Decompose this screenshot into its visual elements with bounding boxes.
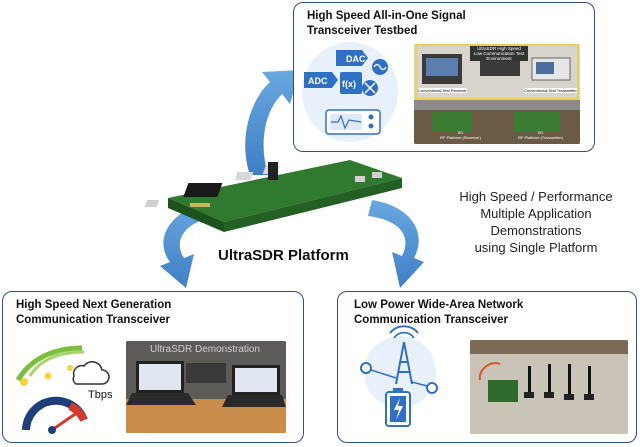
speed-label: Tbps	[88, 389, 113, 401]
cloud-icon	[72, 361, 110, 385]
fx-block	[340, 72, 362, 94]
dac-block	[336, 50, 368, 66]
antenna-tower-icon	[395, 341, 413, 385]
speed-arc-icon	[15, 345, 83, 382]
adc-label: ADC	[308, 76, 328, 86]
right-panel-title: Low Power Wide-Area Network Communicatio…	[354, 299, 524, 326]
lpwan-board	[488, 380, 518, 402]
top-panel-title: High Speed All-in-One Signal Transceiver…	[307, 10, 466, 37]
network-node-icon	[360, 362, 372, 374]
arrow-to-left	[160, 200, 220, 288]
fx-label: f(x)	[342, 79, 356, 89]
arrow-to-top	[245, 70, 300, 175]
testbed-photo: UltraSDR High Speed Low Communication Te…	[414, 44, 580, 144]
testbed-label-right: Conventional Test Transmitter	[524, 88, 577, 93]
testbed-label-bottom-left: 5G RF Platform (Receiver)	[440, 130, 481, 140]
adc-block	[304, 72, 338, 88]
demonstration-caption: UltraSDR Demonstration	[150, 344, 261, 355]
left-panel-title: High Speed Next Generation Communication…	[16, 299, 172, 326]
demonstration-photo: UltraSDR Demonstration	[126, 341, 286, 433]
testbed-label-left: Conventional Test Receiver	[418, 88, 467, 93]
demonstration-photo-drawing	[126, 341, 286, 433]
lpwan-photo-drawing	[470, 340, 628, 434]
arrow-to-right	[368, 200, 424, 288]
lpwan-photo	[470, 340, 628, 434]
side-note: High Speed / Performance Multiple Applic…	[459, 189, 613, 255]
testbed-caption-top: UltraSDR High Speed Low Communication Te…	[470, 46, 528, 61]
dac-label: DAC	[346, 54, 366, 64]
platform-label: UltraSDR Platform	[218, 247, 349, 264]
testbed-label-bottom-right: 5G RF Platform (Transmitter)	[518, 130, 564, 140]
